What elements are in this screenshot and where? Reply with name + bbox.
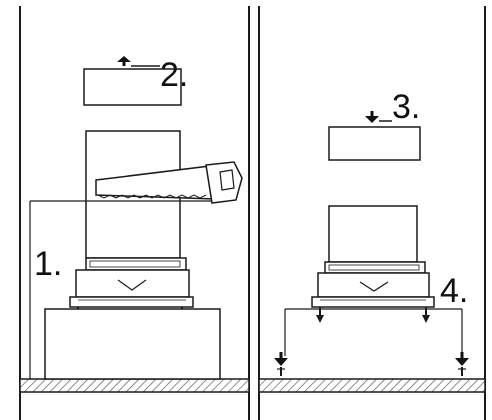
- cover-panel-lowered: [328, 126, 421, 161]
- cover-panel-lifted: [83, 68, 182, 106]
- step-4-label: 4.: [440, 272, 468, 310]
- arrow-down-icon: [274, 352, 288, 376]
- arrow-down-icon: [365, 111, 392, 123]
- balance-body-right: [311, 261, 435, 323]
- panel-right: 3.: [258, 6, 486, 420]
- draft-shield-right: [328, 205, 418, 263]
- saw-icon: [95, 161, 243, 204]
- step-1-label: 1.: [34, 245, 62, 283]
- table-left: [44, 308, 221, 380]
- arrow-up-icon: [117, 56, 160, 67]
- floor-right: [258, 378, 486, 393]
- step-3-label: 3.: [392, 88, 420, 126]
- panel-left: 2. 1.: [19, 6, 250, 420]
- arrow-down-icon: [455, 352, 469, 376]
- floor-left: [19, 378, 250, 393]
- step-2-label: 2.: [160, 56, 188, 94]
